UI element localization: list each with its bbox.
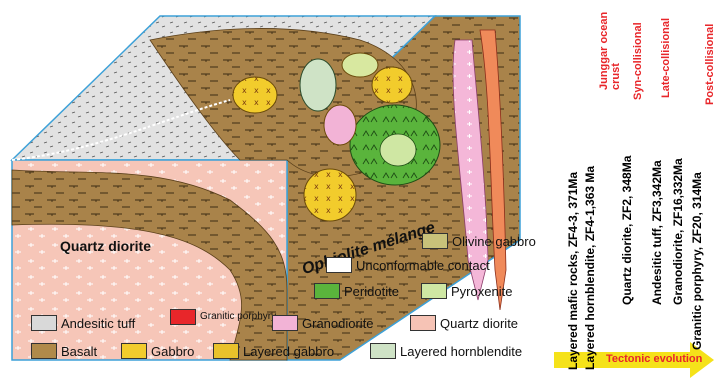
event-1: Layered mafic rocks, ZF4-3, 371Ma [566, 172, 580, 370]
pyroxenite-swatch [421, 283, 447, 299]
layered-hornblendite-body [300, 59, 336, 111]
event-4: Andesitic tuff, ZF3,342Ma [650, 160, 664, 305]
legend-unconformable-contact: Unconformable contact [326, 257, 490, 273]
andesitic-tuff-swatch [31, 315, 57, 331]
phase-post: Post-collisional [704, 24, 716, 105]
granodiorite-body [324, 105, 356, 145]
phase-late: Late-collisional [660, 18, 672, 98]
legend-peridotite: Peridotite [314, 283, 399, 299]
unconformable-contact-swatch [326, 257, 352, 273]
olivine-gabbro-swatch [422, 233, 448, 249]
gabbro-swatch [121, 343, 147, 359]
layered-hornblendite-swatch [370, 343, 396, 359]
legend-basalt: Basalt [31, 343, 97, 359]
peridotite-swatch [314, 283, 340, 299]
legend-granitic-porphyry: Granitic porphyry [170, 309, 276, 325]
gabbro-body-3 [233, 77, 277, 113]
legend-layered-hornblendite: Layered hornblendite [370, 343, 522, 359]
pyroxenite-core [380, 134, 416, 166]
event-6: Granitic porphyry, ZF20, 314Ma [690, 172, 704, 350]
phase-junggar: Junggar ocean crust [598, 10, 622, 90]
legend-layered-gabbro: Layered gabbro [213, 343, 334, 359]
phase-syn: Syn-collisional [632, 22, 644, 100]
granitic-porphyry-swatch [170, 309, 196, 325]
legend-gabbro: Gabbro [121, 343, 194, 359]
event-5: Granodiorite, ZF16,332Ma [671, 158, 685, 305]
legend-olivine-gabbro: Olivine gabbro [422, 233, 536, 249]
layered-gabbro-swatch [213, 343, 239, 359]
quartz-diorite-swatch [410, 315, 436, 331]
legend-andesitic-tuff: Andesitic tuff [31, 315, 135, 331]
legend-pyroxenite: Pyroxenite [421, 283, 512, 299]
granodiorite-swatch [272, 315, 298, 331]
gabbro-body-2 [372, 67, 412, 103]
basalt-swatch [31, 343, 57, 359]
event-3: Quartz diorite, ZF2, 348Ma [620, 156, 634, 305]
olivine-gabbro-body [342, 53, 378, 77]
quartz-diorite-label: Quartz diorite [60, 238, 151, 254]
event-2: Layered hornblendite, ZF4-1,363 Ma [583, 166, 597, 370]
legend-granodiorite: Granodiorite [272, 315, 374, 331]
tectonic-evolution-label: Tectonic evolution [606, 353, 702, 365]
legend-quartz-diorite: Quartz diorite [410, 315, 518, 331]
gabbro-body-1 [304, 169, 356, 221]
